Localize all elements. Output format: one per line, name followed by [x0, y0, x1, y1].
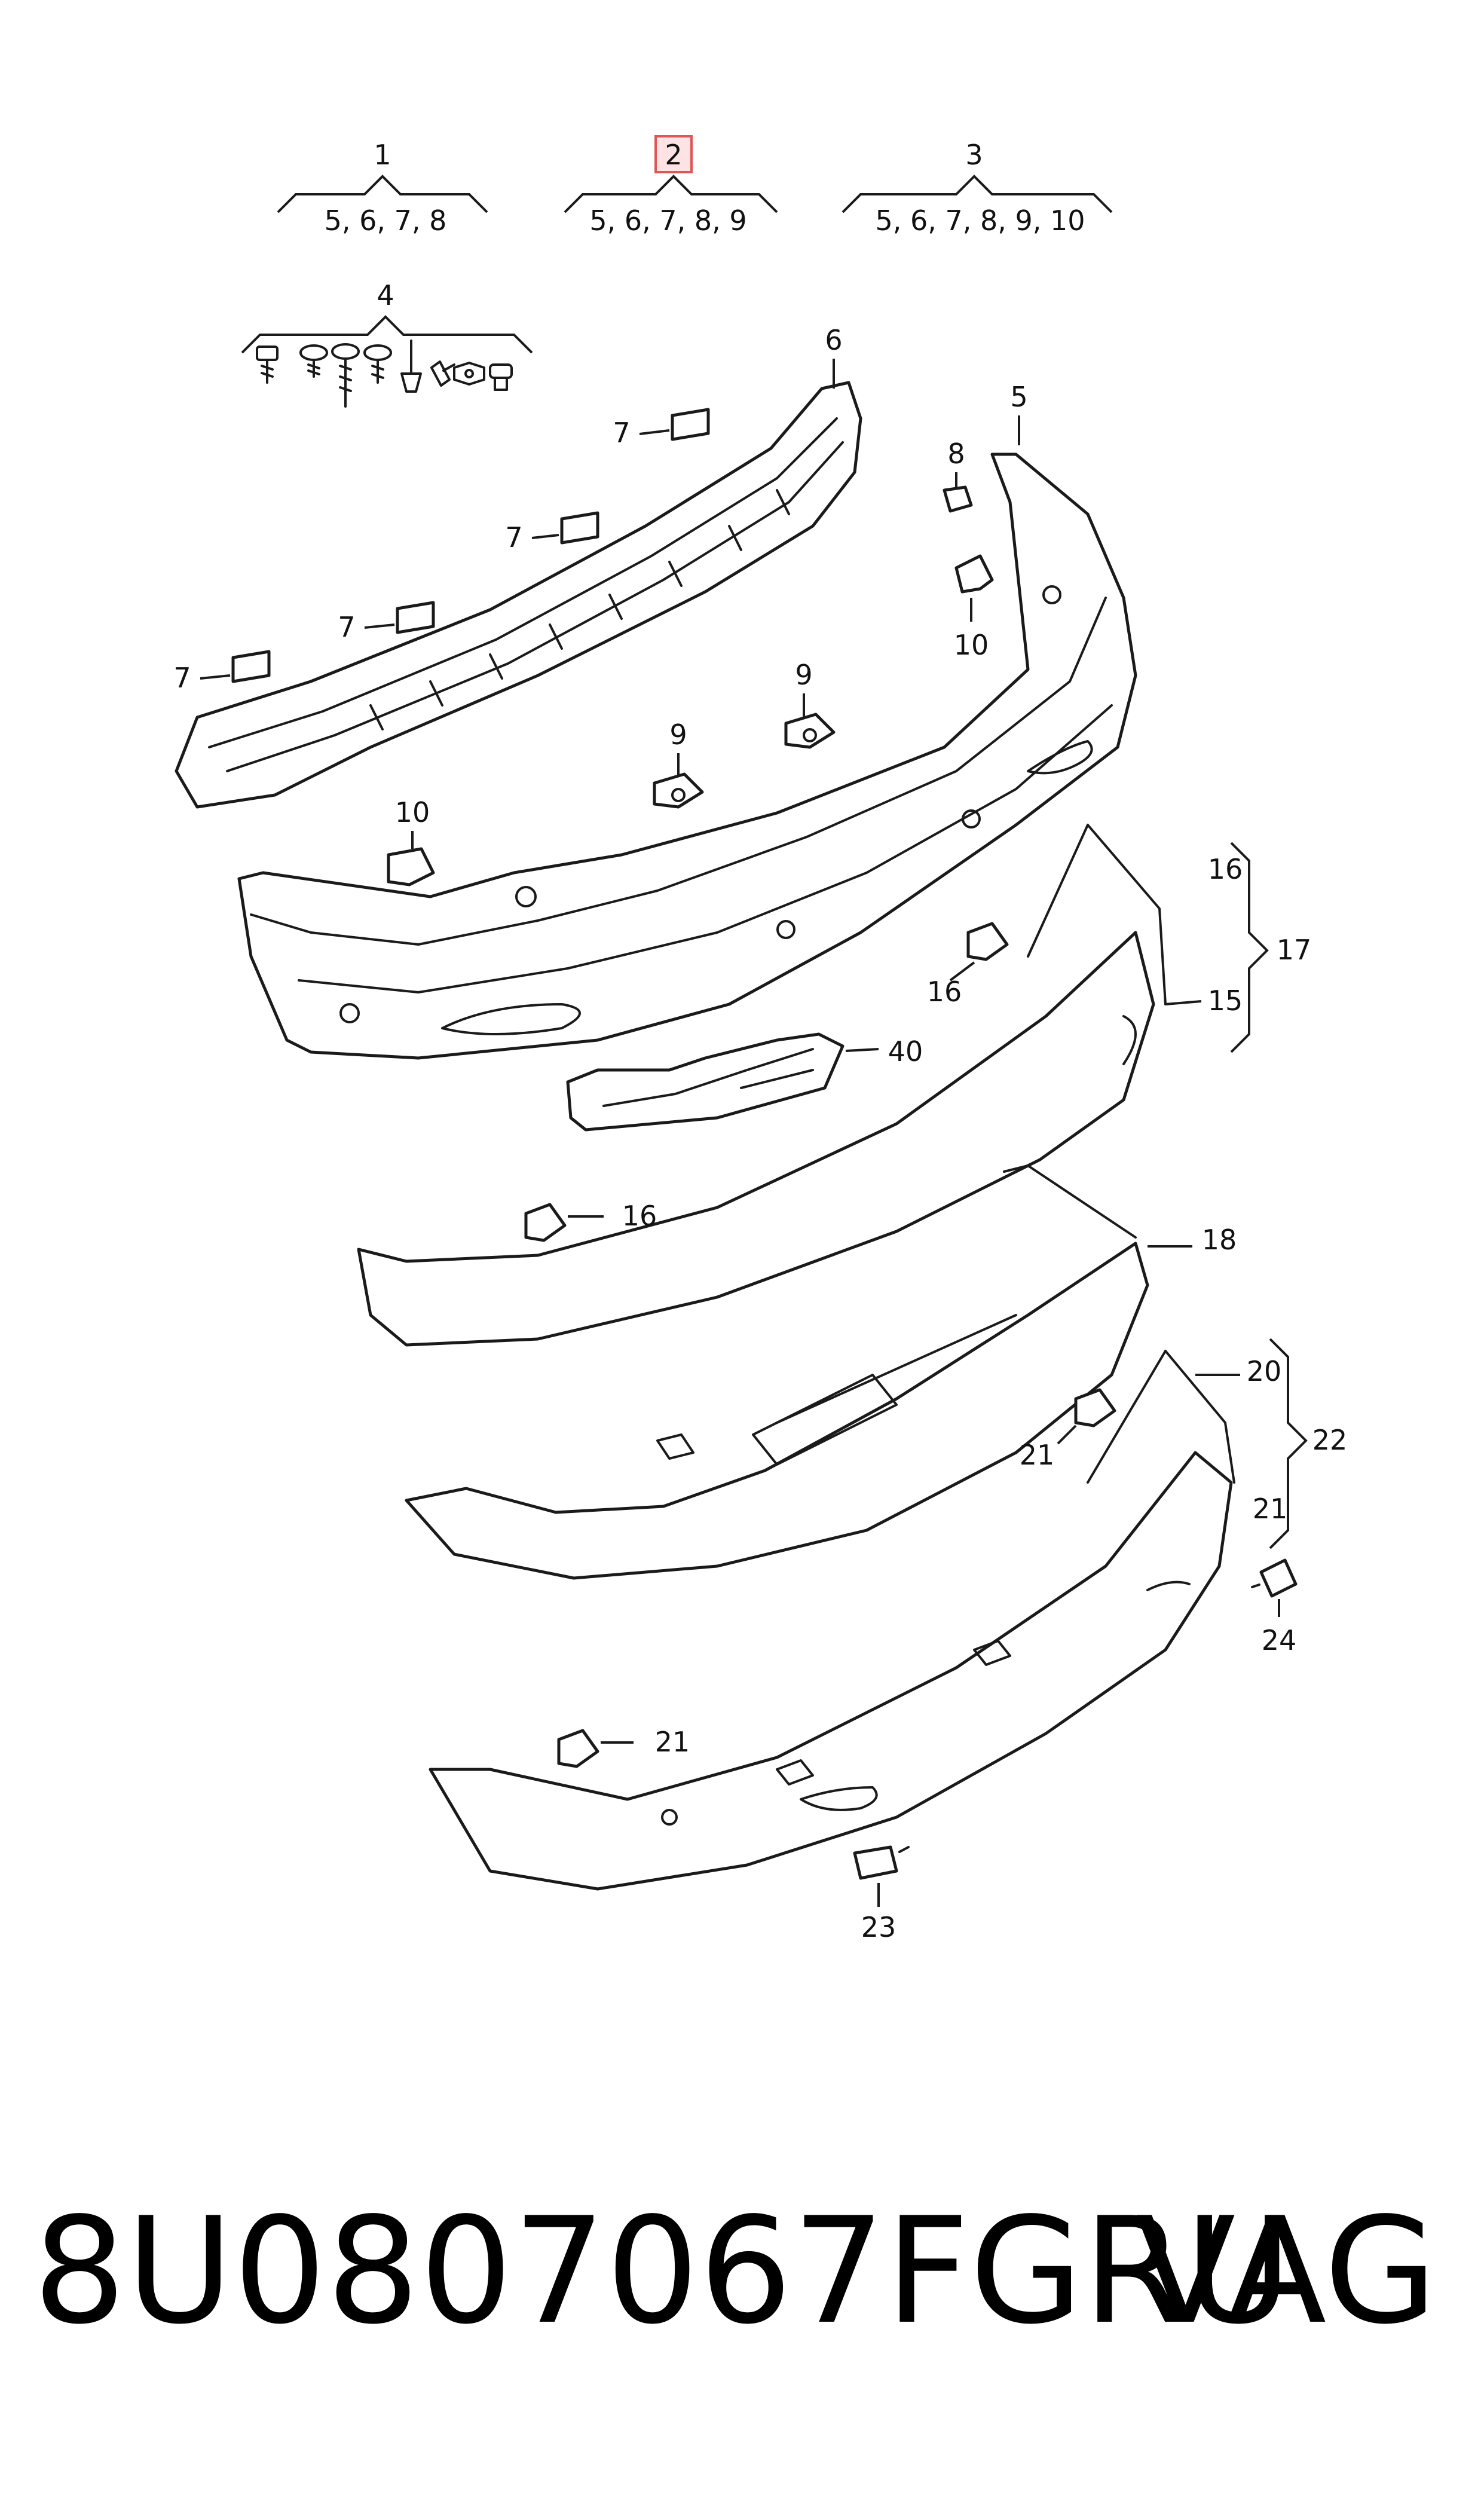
- nut-callout-8[interactable]: 8: [943, 438, 973, 513]
- clip-icon: [396, 601, 435, 634]
- sensor-hole-icon: [776, 920, 795, 939]
- holder-callout-9a[interactable]: 9: [784, 659, 836, 749]
- svg-text:40: 40: [888, 1035, 923, 1068]
- sensor-hole-icon: [962, 809, 981, 829]
- svg-text:16: 16: [927, 976, 962, 1008]
- lower-diffuser[interactable]: 20: [429, 1350, 1282, 1891]
- holder-callout-10a[interactable]: 10: [954, 554, 994, 661]
- svg-text:7: 7: [173, 662, 191, 694]
- clip-callout-7a[interactable]: 7: [613, 408, 710, 449]
- clip-icon: [671, 408, 710, 441]
- group-number: 3: [965, 139, 983, 171]
- sensor-hole-icon: [661, 1809, 678, 1826]
- group-header-2[interactable]: 2 5, 6, 7, 8, 9: [564, 135, 778, 237]
- long-screw-icon: [331, 343, 360, 408]
- bracket-callout-22[interactable]: 22 21: [1253, 1338, 1348, 1549]
- holder-callout-10b[interactable]: 10: [387, 796, 435, 886]
- svg-text:22: 22: [1312, 1424, 1348, 1456]
- sensor-hole-icon: [1042, 585, 1061, 604]
- svg-text:15: 15: [1208, 985, 1243, 1017]
- clip-callout-16c[interactable]: 16: [524, 1200, 657, 1242]
- highlight-box: [654, 135, 693, 173]
- tow-cap-icon: [1259, 1558, 1298, 1598]
- group-children: 5, 6, 7, 8, 9: [589, 204, 746, 237]
- svg-text:4: 4: [377, 279, 394, 311]
- svg-text:16: 16: [622, 1200, 657, 1232]
- nut-icon: [453, 362, 485, 386]
- svg-text:7: 7: [338, 611, 355, 643]
- lower-cover-panel[interactable]: 18: [405, 1164, 1237, 1580]
- part-number: 8U0807067FGRU: [33, 2186, 1292, 2356]
- svg-text:9: 9: [669, 719, 687, 751]
- sensor-holder-icon: [653, 772, 704, 809]
- brand-name: VAG: [1135, 2186, 1437, 2356]
- bracket-callout-17[interactable]: 16 17: [1208, 842, 1312, 1053]
- svg-text:24: 24: [1262, 1624, 1297, 1656]
- svg-text:8: 8: [947, 438, 965, 470]
- diffuser-trim[interactable]: 15: [357, 824, 1243, 1347]
- clip-icon: [560, 511, 599, 545]
- tow-hook-cap-24[interactable]: 24: [1251, 1558, 1298, 1656]
- holder-callout-9b[interactable]: 9: [653, 719, 704, 809]
- group-header-3[interactable]: 3 5, 6, 7, 8, 9, 10: [842, 139, 1113, 237]
- clip-callout-7b[interactable]: 7: [505, 511, 599, 554]
- svg-text:21: 21: [655, 1726, 690, 1758]
- svg-text:7: 7: [613, 417, 630, 449]
- bumper-carrier[interactable]: 6: [175, 324, 862, 809]
- clip-icon: [966, 922, 1009, 961]
- screw-icon: [363, 344, 392, 384]
- group-number: 2: [665, 139, 682, 171]
- sensor-holder-icon: [784, 713, 836, 749]
- svg-text:21: 21: [1253, 1493, 1288, 1525]
- clip-icon: [557, 1729, 599, 1768]
- sensor-hole-icon: [515, 886, 537, 907]
- svg-text:16: 16: [1208, 853, 1243, 885]
- group-children: 5, 6, 7, 8: [325, 204, 447, 237]
- bolt-icon: [256, 346, 279, 384]
- speed-nut-icon: [943, 485, 973, 513]
- svg-text:7: 7: [505, 521, 522, 554]
- reflector-bracket[interactable]: 40: [566, 1032, 923, 1132]
- plug-icon: [489, 363, 513, 391]
- svg-text:10: 10: [954, 629, 989, 661]
- sensor-hole-icon: [339, 1003, 360, 1023]
- svg-text:21: 21: [1020, 1439, 1055, 1471]
- fastener-set[interactable]: 4: [241, 279, 533, 408]
- tow-cap-icon: [853, 1845, 898, 1880]
- sensor-holder-icon: [387, 847, 435, 886]
- footer: 8U0807067FGRU VAG: [33, 2182, 1455, 2361]
- svg-text:17: 17: [1277, 934, 1312, 966]
- tow-hook-cap-23[interactable]: 23: [853, 1845, 910, 1943]
- svg-text:10: 10: [395, 796, 430, 829]
- svg-text:18: 18: [1202, 1224, 1237, 1256]
- clip-callout-16a[interactable]: 16: [927, 922, 1009, 1008]
- group-header-1[interactable]: 1 5, 6, 7, 8: [277, 139, 488, 237]
- screw-icon: [299, 344, 328, 378]
- clip-callout-21c[interactable]: 21: [557, 1726, 690, 1768]
- svg-text:20: 20: [1247, 1355, 1282, 1387]
- svg-text:9: 9: [795, 659, 812, 691]
- clip-icon: [430, 360, 455, 387]
- clip-icon: [524, 1203, 567, 1242]
- clip-callout-21a[interactable]: 21: [1020, 1388, 1116, 1471]
- svg-text:23: 23: [861, 1911, 896, 1943]
- svg-text:5: 5: [1010, 381, 1027, 413]
- svg-text:6: 6: [825, 324, 842, 356]
- clip-icon: [231, 650, 271, 683]
- rivet-icon: [400, 340, 422, 393]
- clip-callout-7c[interactable]: 7: [338, 601, 435, 643]
- bumper-cover[interactable]: 5: [237, 381, 1137, 1060]
- clip-callout-7d[interactable]: 7: [173, 650, 271, 694]
- group-number: 1: [374, 139, 391, 171]
- group-children: 5, 6, 7, 8, 9, 10: [875, 204, 1085, 237]
- sensor-holder-icon: [954, 554, 994, 594]
- clip-icon: [1074, 1388, 1116, 1427]
